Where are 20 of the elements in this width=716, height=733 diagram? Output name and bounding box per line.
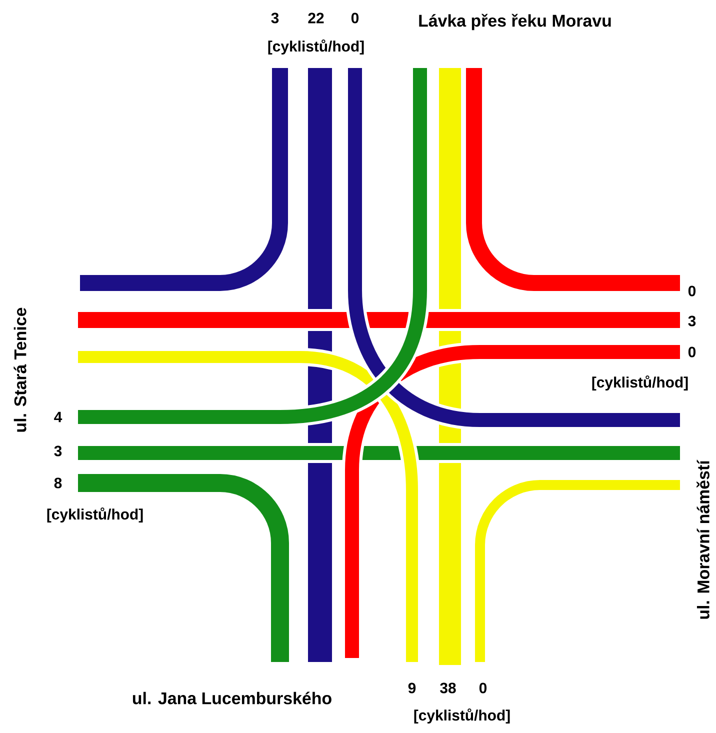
flow-number: 38 <box>440 682 456 694</box>
unit-label: [cyklistů/hod] <box>268 39 364 55</box>
flow-number: 3 <box>54 446 62 456</box>
flow-number: 9 <box>408 682 416 694</box>
flow-number: 0 <box>479 682 487 694</box>
street-name: ul. Moravní náměstí <box>696 460 710 619</box>
street-name: ul. Jana Lucemburského <box>132 692 332 704</box>
flow-number: 22 <box>308 12 324 24</box>
street-name: ul. Stará Tenice <box>14 308 26 432</box>
unit-label: [cyklistů/hod] <box>592 375 688 391</box>
flow-number: 4 <box>54 412 62 422</box>
street-name: Lávka přes řeku Moravu <box>419 14 611 30</box>
flow-number: 0 <box>688 346 696 358</box>
flow-number: 8 <box>54 478 62 488</box>
flow-number: 3 <box>688 316 696 326</box>
unit-label: [cyklistů/hod] <box>414 708 510 724</box>
flow-number: 3 <box>271 12 279 24</box>
flow-number: 0 <box>351 12 359 24</box>
flow-number: 0 <box>688 286 696 296</box>
unit-label: [cyklistů/hod] <box>47 507 143 523</box>
